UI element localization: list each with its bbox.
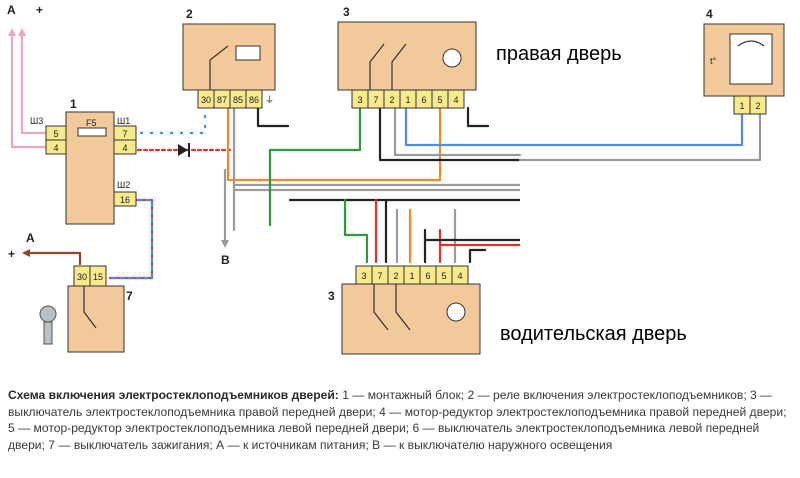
block1-right-pin: 7 <box>122 129 127 139</box>
block1-left-pin: 4 <box>53 143 58 153</box>
ground-symbol-icon: ⏚ <box>265 95 274 105</box>
right-switch-pin: 7 <box>373 95 378 105</box>
block1-bottom-pin: 16 <box>120 195 130 205</box>
fuse-icon <box>77 127 107 137</box>
relay-label: 2 <box>186 7 193 21</box>
thermal-fuse-label: t° <box>710 56 717 66</box>
source-a: А + А + <box>7 3 43 261</box>
relay-coil-icon <box>235 45 261 61</box>
caption-title: Схема включения электростеклоподъемников… <box>8 388 339 402</box>
relay-pin: 87 <box>217 95 227 105</box>
right-switch-pin: 1 <box>405 95 410 105</box>
wire-green <box>268 148 342 227</box>
driver-switch-pin: 1 <box>409 271 414 281</box>
connector-sh1-label: Ш1 <box>117 116 130 126</box>
connector-sh2-label: Ш2 <box>117 180 130 190</box>
block1-label: 1 <box>70 97 77 111</box>
pink-supply-wires <box>10 34 48 149</box>
wire-ignition-source <box>28 251 82 266</box>
arrow-left-icon <box>22 249 30 257</box>
ignition-pin: 15 <box>93 272 103 282</box>
arrow-up-icon <box>8 28 16 36</box>
relay-pin: 86 <box>249 95 259 105</box>
indicator-lamp-icon <box>442 48 462 68</box>
right-switch-pin: 6 <box>421 95 426 105</box>
motor-pin: 2 <box>755 101 760 111</box>
switch-contacts-icon <box>369 43 407 90</box>
driver-switch-label: 3 <box>328 289 335 303</box>
relay-contact-icon <box>209 45 229 90</box>
arrow-up-icon <box>18 28 26 36</box>
plus-lower-label: + <box>8 247 15 261</box>
ignition-contact-icon <box>83 286 97 329</box>
relay-pin: 30 <box>201 95 211 105</box>
right-switch-pin: 4 <box>453 95 458 105</box>
ignition-pin: 30 <box>77 272 87 282</box>
right-door-label: правая дверь <box>496 43 622 65</box>
ignition-key-icon <box>39 305 57 345</box>
block1-right-pin: 4 <box>122 143 127 153</box>
output-b: В <box>221 240 230 267</box>
source-a-lower-label: А <box>26 231 35 245</box>
motor-pin: 1 <box>739 101 744 111</box>
output-b-label: В <box>221 253 230 267</box>
right-switch-label: 3 <box>343 5 350 19</box>
diode-icon <box>178 143 190 157</box>
diagram-caption: Схема включения электростеклоподъемников… <box>8 387 794 453</box>
wire-block1-ignition <box>108 198 154 280</box>
mounting-block: 1 Ш3 Ш1 Ш2 5 4 7 4 16 F5 <box>30 97 137 225</box>
driver-switch-pin: 6 <box>425 271 430 281</box>
driver-switch-pin: 5 <box>441 271 446 281</box>
caption-body: 1 — монтажный блок; 2 — реле включения э… <box>8 388 787 452</box>
wire-relay-ground <box>256 106 290 128</box>
relay-block: 2 30 87 85 86 ⏚ <box>182 7 276 109</box>
right-door-switch: 3 3 7 2 1 6 5 4 <box>337 5 477 109</box>
right-switch-pin: 2 <box>389 95 394 105</box>
driver-switch-pin: 7 <box>377 271 382 281</box>
overlay-panel <box>488 0 684 110</box>
fuse-label: F5 <box>86 118 97 128</box>
indicator-lamp-icon <box>446 302 466 322</box>
motor-reducer: 4 t° 1 2 <box>703 7 785 115</box>
wire-blue-motor <box>404 106 744 147</box>
driver-switch-pin: 4 <box>457 271 462 281</box>
driver-switch-pin: 2 <box>393 271 398 281</box>
ignition-switch: 7 30 15 <box>67 265 133 353</box>
driver-door-label: водительская дверь <box>500 323 687 345</box>
source-a-label: А <box>7 3 16 17</box>
arrow-down-icon <box>221 240 229 248</box>
connector-sh3-label: Ш3 <box>30 116 43 126</box>
switch-contacts-icon <box>373 284 411 331</box>
right-switch-pin: 3 <box>357 95 362 105</box>
ignition-label: 7 <box>126 289 133 303</box>
overlay-panel <box>520 175 800 385</box>
block1-left-pin: 5 <box>53 129 58 139</box>
driver-switch-pin: 3 <box>361 271 366 281</box>
motor-label: 4 <box>706 7 713 21</box>
motor-icon <box>729 33 773 85</box>
relay-pin: 85 <box>233 95 243 105</box>
driver-door-switch: 3 3 7 2 1 6 5 4 <box>328 265 481 355</box>
plus-label: + <box>36 3 43 17</box>
right-switch-pin: 5 <box>437 95 442 105</box>
